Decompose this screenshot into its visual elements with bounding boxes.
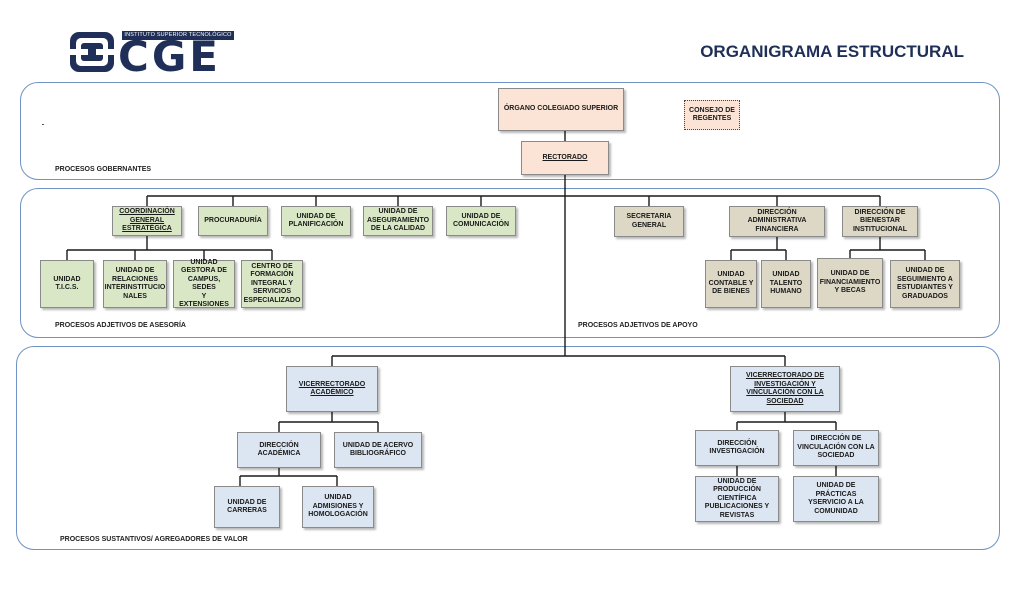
unit-direccion-vinculacion: DIRECCIÓN DE VINCULACIÓN CON LA SOCIEDAD [793, 430, 879, 466]
page-title: ORGANIGRAMA ESTRUCTURAL [700, 42, 964, 61]
unit-gestora-campus: UNIDAD GESTORA DE CAMPUS, SEDES Y EXTENS… [173, 259, 235, 308]
unit-rectorado: RECTORADO [521, 141, 609, 175]
logo-subtitle: INSTITUTO SUPERIOR TECNOLÓGICO [122, 31, 234, 40]
label-procesos-apoyo: PROCESOS ADJETIVOS DE APOYO [578, 322, 698, 329]
unit-direccion-investigacion: DIRECCIÓN INVESTIGACIÓN [695, 430, 779, 466]
unit-admisiones-homologacion: UNIDAD ADMISIONES Y HOMOLOGACIÓN [302, 486, 374, 528]
label-procesos-sustantivos: PROCESOS SUSTANTIVOS/ AGREGADORES DE VAL… [60, 536, 248, 543]
unit-direccion-bienestar: DIRECCIÓN DE BIENESTAR INSTITUCIONAL [842, 206, 918, 237]
unit-direccion-academica: DIRECCIÓN ACADÉMICA [237, 432, 321, 468]
unit-practicas-servicio: UNIDAD DE PRÁCTICAS YSERVICIO A LA COMUN… [793, 476, 879, 522]
unit-procuraduria: PROCURADURÍA [198, 206, 268, 236]
unit-direccion-administrativa: DIRECCIÓN ADMINISTRATIVA FINANCIERA [729, 206, 825, 237]
unit-contable-bienes: UNIDAD CONTABLE Y DE BIENES [705, 260, 757, 308]
unit-vicerrectorado-investigacion: VICERRECTORADO DE INVESTIGACIÓN Y VINCUL… [730, 366, 840, 412]
unit-consejo-regentes: CONSEJO DE REGENTES [684, 100, 740, 130]
unit-comunicacion: UNIDAD DE COMUNICACIÓN [446, 206, 516, 236]
unit-vicerrectorado-academico: VICERRECTORADO ACADÉMICO [286, 366, 378, 412]
unit-acervo-bibliografico: UNIDAD DE ACERVO BIBLIOGRÁFICO [334, 432, 422, 468]
label-procesos-asesoria: PROCESOS ADJETIVOS DE ASESORÍA [55, 322, 186, 329]
logo-text: CGE [118, 32, 221, 81]
unit-centro-formacion: CENTRO DE FORMACIÓN INTEGRAL Y SERVICIOS… [241, 260, 303, 308]
cge-logo-icon [68, 32, 116, 72]
unit-coordinacion-general: COORDINACIÓN GENERAL ESTRATÉGICA [112, 206, 182, 236]
unit-talento-humano: UNIDAD TALENTO HUMANO [761, 260, 811, 308]
unit-financiamiento-becas: UNIDAD DE FINANCIAMIENTO Y BECAS [817, 258, 883, 308]
unit-organo-colegiado: ÓRGANO COLEGIADO SUPERIOR [498, 88, 624, 131]
unit-relaciones-interinstitucionales: UNIDAD DE RELACIONES INTERINSTITUCIO NAL… [103, 260, 167, 308]
label-procesos-gobernantes: PROCESOS GOBERNANTES [55, 166, 152, 173]
unit-carreras: UNIDAD DE CARRERAS [214, 486, 280, 528]
unit-planificacion: UNIDAD DE PLANIFICACIÓN [281, 206, 351, 236]
decorative-dot [42, 124, 44, 125]
unit-seguimiento-estudiantes: UNIDAD DE SEGUIMIENTO A ESTUDIANTES Y GR… [890, 260, 960, 308]
unit-tics: UNIDAD T.I.C.S. [40, 260, 94, 308]
unit-aseguramiento-calidad: UNIDAD DE ASEGURAMIENTO DE LA CALIDAD [363, 206, 433, 236]
unit-produccion-cientifica: UNIDAD DE PRODUCCIÓN CIENTÍFICA PUBLICAC… [695, 476, 779, 522]
unit-secretaria-general: SECRETARIA GENERAL [614, 206, 684, 237]
